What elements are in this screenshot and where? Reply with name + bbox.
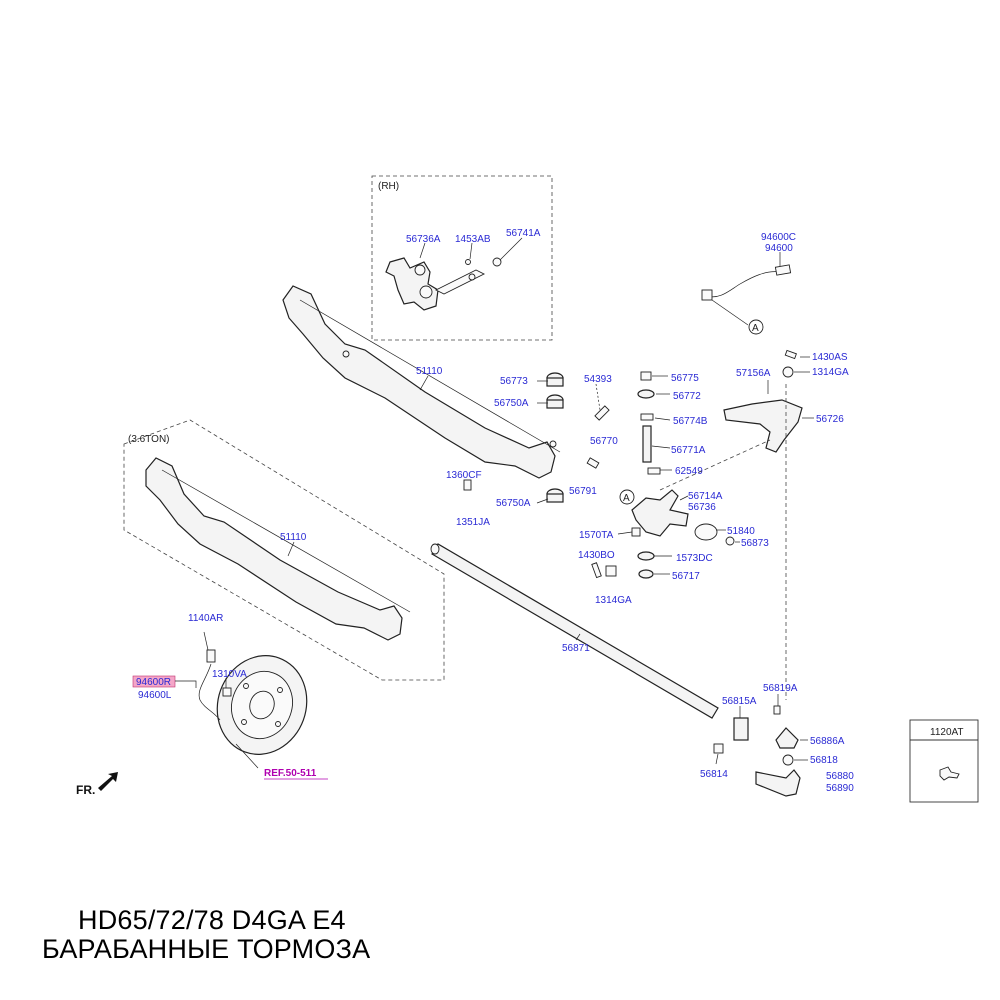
part-label-1430BO[interactable]: 1430BO (578, 550, 615, 561)
ref-link[interactable]: REF.50-511 (264, 768, 317, 779)
rh-knuckle-drawing (385, 257, 502, 311)
part-label-1453AB[interactable]: 1453AB (455, 234, 491, 245)
part-label-56871[interactable]: 56871 (562, 643, 590, 654)
part-label-56774B[interactable]: 56774B (673, 416, 708, 427)
part-label-1430AS[interactable]: 1430AS (812, 352, 848, 363)
part-label-56771A[interactable]: 56771A (671, 445, 706, 456)
box-1120AT: 1120AT (909, 719, 979, 803)
part-label-51110-lower[interactable]: 51110 (280, 532, 307, 543)
diagram-title-model: HD65/72/78 D4GA E4 (78, 905, 346, 935)
part-label-1573DC[interactable]: 1573DC (676, 553, 713, 564)
part-label-56750A-lower[interactable]: 56750A (496, 498, 531, 509)
rh-group: (RH) 56736A 1453AB 56741A (371, 175, 553, 341)
part-label-94600[interactable]: 94600 (765, 243, 793, 254)
part-label-56873[interactable]: 56873 (741, 538, 769, 549)
part-label-1314GA-upper[interactable]: 1314GA (812, 367, 849, 378)
rh-group-label: (RH) (378, 181, 399, 192)
kingpin-parts: 56773 54393 56750A 56770 1360CF 56791 56… (446, 372, 618, 528)
circle-a-marker-knuckle (619, 489, 635, 505)
circle-a-top: A (752, 323, 759, 334)
part-label-62549[interactable]: 62549 (675, 466, 703, 477)
knuckle-parts: A 56775 56772 56774B 56771A 62549 56714A… (578, 371, 769, 606)
part-label-94600R[interactable]: 94600R (136, 677, 171, 688)
part-label-56791[interactable]: 56791 (569, 486, 597, 497)
part-label-56772[interactable]: 56772 (673, 391, 701, 402)
bolt-1120AT-icon (939, 766, 960, 781)
part-label-1314GA-lower[interactable]: 1314GA (595, 595, 632, 606)
steering-knuckle (631, 489, 689, 537)
highlight-94600R (132, 675, 176, 688)
ton-group-frame (123, 419, 445, 681)
circle-a-marker-top (748, 319, 764, 335)
part-label-56886A[interactable]: 56886A (810, 736, 845, 747)
part-label-56773[interactable]: 56773 (500, 376, 528, 387)
brake-backing-plate: 1140AR 94600R 1310VA 94600L REF.50-511 (132, 613, 328, 780)
part-label-56770[interactable]: 56770 (590, 436, 618, 447)
part-label-51840[interactable]: 51840 (727, 526, 755, 537)
part-label-1360CF[interactable]: 1360CF (446, 470, 482, 481)
part-label-56717[interactable]: 56717 (672, 571, 700, 582)
circle-a-knuckle: A (623, 493, 630, 504)
part-label-56775[interactable]: 56775 (671, 373, 699, 384)
part-label-1310VA[interactable]: 1310VA (212, 669, 247, 680)
box-1120AT-label: 1120AT (930, 727, 964, 738)
part-label-94600L[interactable]: 94600L (138, 690, 172, 701)
part-label-1351JA[interactable]: 1351JA (456, 517, 490, 528)
fr-label: FR. (76, 783, 95, 797)
part-label-56819A[interactable]: 56819A (763, 683, 798, 694)
part-label-56736A[interactable]: 56736A (406, 234, 441, 245)
ton-group-label: (3.6TON) (128, 434, 170, 445)
part-label-56814[interactable]: 56814 (700, 769, 728, 780)
part-label-56750A-upper[interactable]: 56750A (494, 398, 529, 409)
part-label-56890[interactable]: 56890 (826, 783, 854, 794)
part-label-56726[interactable]: 56726 (816, 414, 844, 425)
diagram-title-section: БАРАБАННЫЕ ТОРМОЗА (42, 934, 371, 964)
tie-rod: 56871 (430, 543, 719, 719)
axle-beam-upper: 51110 (282, 285, 561, 479)
ton-group: (3.6TON) 51110 (123, 419, 445, 681)
rh-group-frame (371, 175, 553, 341)
part-label-56714A[interactable]: 56714A (688, 491, 723, 502)
steering-arm: 1430AS 57156A 1314GA 56726 (659, 349, 849, 700)
part-label-51110-upper[interactable]: 51110 (416, 366, 443, 377)
part-label-54393[interactable]: 54393 (584, 374, 612, 385)
part-label-1140AR[interactable]: 1140AR (188, 613, 223, 624)
part-label-56736[interactable]: 56736 (688, 502, 716, 513)
part-label-57156A[interactable]: 57156A (736, 368, 771, 379)
tie-rod-end-parts: 56815A 56819A 56886A 56818 56814 56880 5… (700, 683, 854, 797)
front-direction-marker: FR. (76, 772, 118, 797)
abs-sensor-cable: A 94600C 94600 (701, 232, 796, 335)
part-label-56880[interactable]: 56880 (826, 771, 854, 782)
part-label-94600C[interactable]: 94600C (761, 232, 796, 243)
part-label-1570TA[interactable]: 1570TA (579, 530, 614, 541)
front-arrow-icon (98, 772, 118, 791)
axle-beam-lower (145, 457, 403, 641)
part-label-56815A[interactable]: 56815A (722, 696, 757, 707)
part-label-56818[interactable]: 56818 (810, 755, 838, 766)
part-label-56741A[interactable]: 56741A (506, 228, 541, 239)
